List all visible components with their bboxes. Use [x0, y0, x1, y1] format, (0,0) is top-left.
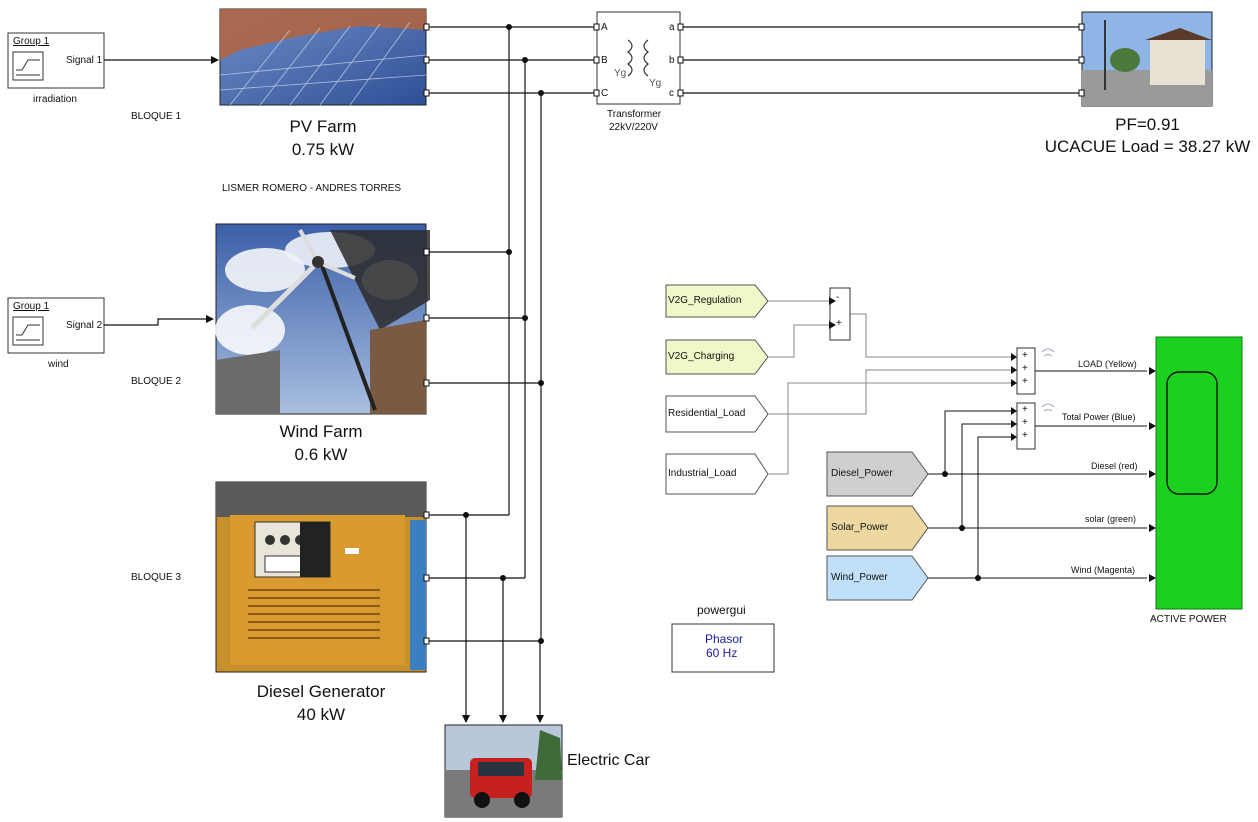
load-label: UCACUE Load = 38.27 kW: [1044, 137, 1251, 156]
sum-wiring: [768, 313, 1147, 579]
tag-solar-power[interactable]: [826, 505, 929, 551]
wind-signal-line: [104, 315, 214, 326]
transformer-rating: 22kV/220V: [609, 122, 658, 133]
v2g-wiring: [768, 300, 829, 358]
electric-car-label: Electric Car: [567, 752, 650, 769]
tag-diesel-power[interactable]: [826, 451, 929, 497]
signal-builder-wind[interactable]: [7, 297, 105, 354]
sum3-sign-2: +: [1022, 417, 1028, 428]
sum-arrows: [829, 297, 1156, 582]
authors-label: LISMER ROMERO - ANDRES TORRES: [222, 183, 402, 194]
wind-farm-name: Wind Farm: [279, 422, 363, 441]
bloque-2-label: BLOQUE 2: [131, 376, 182, 387]
tag-residential-label: Residential_Load: [668, 408, 746, 419]
sum1-sign-2: +: [836, 318, 842, 329]
diesel-generator-block[interactable]: [215, 481, 427, 673]
transformer-port-b: b: [669, 55, 675, 66]
load-pf: PF=0.91: [1115, 115, 1180, 134]
powergui-mode: Phasor: [705, 632, 744, 646]
ucacue-load-block[interactable]: [1081, 11, 1213, 107]
transformer-winding-right: Yg: [649, 78, 662, 89]
signal2-caption: wind: [48, 359, 69, 370]
transformer-port-c: c: [669, 88, 674, 99]
signal1-caption: irradiation: [33, 94, 77, 105]
scope-title: ACTIVE POWER: [1150, 614, 1227, 625]
junction-dots: [463, 24, 544, 644]
scope-signal-diesel: Diesel (red): [1091, 461, 1138, 471]
tag-v2g-regulation-label: V2G_Regulation: [668, 295, 742, 306]
signal-builder-irradiation[interactable]: [7, 32, 105, 89]
wind-farm-block[interactable]: [215, 223, 430, 415]
scope-signal-solar: solar (green): [1085, 514, 1137, 524]
tag-industrial-load[interactable]: [665, 453, 769, 495]
pv-farm-name: PV Farm: [289, 117, 357, 136]
tag-solar-label: Solar_Power: [831, 522, 889, 533]
transformer-port-A: A: [601, 22, 608, 33]
tag-diesel-label: Diesel_Power: [831, 468, 893, 479]
powergui-block[interactable]: [671, 623, 775, 673]
active-power-scope[interactable]: [1155, 336, 1243, 610]
sum2-sign-1: +: [1022, 350, 1028, 361]
transformer-port-a: a: [669, 22, 675, 33]
diesel-name: Diesel Generator: [256, 682, 386, 701]
transformer-winding-left: Yg: [614, 68, 627, 79]
powergui-title: powergui: [697, 603, 746, 617]
sum-block-v2g[interactable]: [829, 287, 851, 341]
sum2-sign-3: +: [1022, 376, 1028, 387]
tag-v2g-charging[interactable]: [665, 339, 769, 375]
transformer-port-B: B: [601, 55, 608, 66]
signal1-group-label: Group 1: [13, 36, 50, 47]
tag-industrial-label: Industrial_Load: [668, 468, 737, 479]
port-markers: [423, 23, 1085, 645]
signal2-port-label: Signal 2: [66, 320, 103, 331]
diesel-power: 40 kW: [296, 705, 346, 724]
diesel-connections: [426, 514, 541, 642]
scope-signal-total: Total Power (Blue): [1062, 412, 1136, 422]
bloque-1-label: BLOQUE 1: [131, 111, 182, 122]
bloque-3-label: BLOQUE 3: [131, 572, 182, 583]
bus-verticals: [508, 27, 542, 641]
sum3-sign-3: +: [1022, 430, 1028, 441]
transformer-title: Transformer: [607, 109, 662, 120]
sum3-sign-1: +: [1022, 404, 1028, 415]
wind-farm-power: 0.6 kW: [294, 445, 348, 464]
electric-car-block[interactable]: [444, 724, 563, 818]
scope-signal-wind: Wind (Magenta): [1071, 565, 1136, 575]
pv-farm-block[interactable]: [219, 8, 427, 106]
sum2-sign-2: +: [1022, 363, 1028, 374]
wind-connections: [426, 251, 541, 384]
signal-monitor-icon: [1041, 348, 1055, 412]
pv-farm-power: 0.75 kW: [291, 140, 355, 159]
powergui-freq: 60 Hz: [706, 646, 738, 660]
car-connections: [462, 515, 544, 723]
scope-signal-load: LOAD (Yellow): [1078, 359, 1137, 369]
tag-v2g-regulation[interactable]: [665, 284, 769, 318]
sum1-sign-1: -: [836, 292, 840, 303]
transformer-block[interactable]: [596, 11, 681, 105]
signal2-group-label: Group 1: [13, 301, 50, 312]
signal1-port-label: Signal 1: [66, 55, 103, 66]
tag-residential-load[interactable]: [665, 395, 769, 433]
tag-wind-power[interactable]: [826, 555, 929, 601]
transformer-port-C: C: [601, 88, 609, 99]
tag-v2g-charging-label: V2G_Charging: [668, 351, 735, 362]
tag-wind-label: Wind_Power: [831, 572, 888, 583]
